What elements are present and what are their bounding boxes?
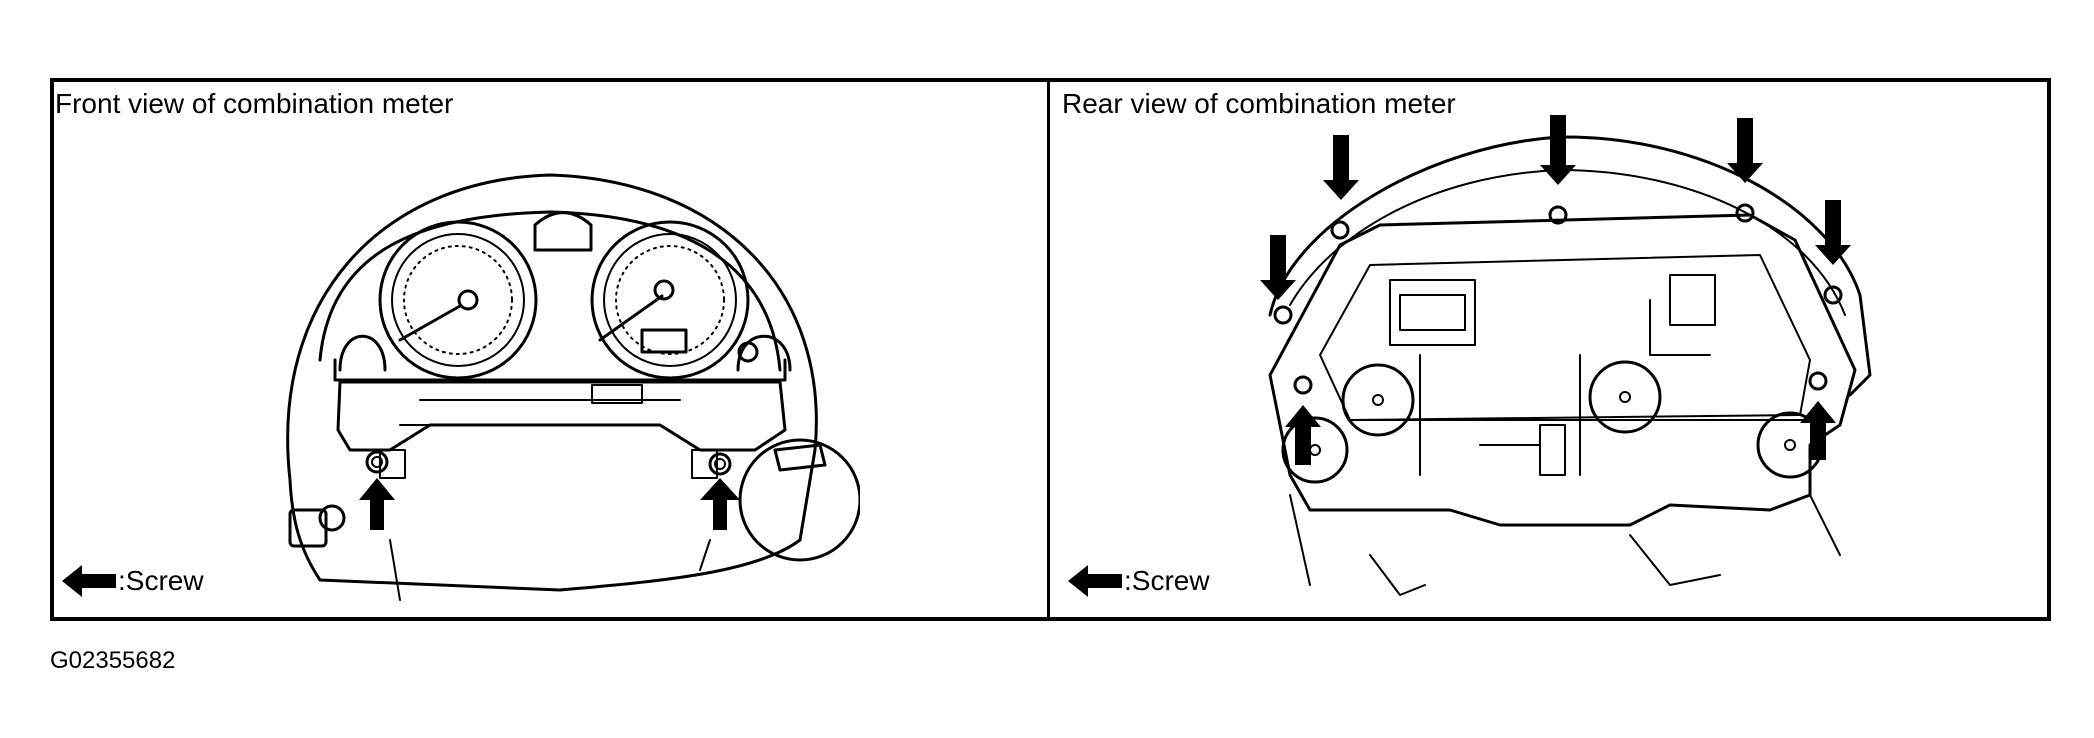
rear-legend: :Screw <box>1068 565 1210 597</box>
rear-screw-2 <box>1330 220 1350 240</box>
rear-hood-outer <box>1268 135 1872 397</box>
fuel-gauge <box>338 334 387 372</box>
rear-screw-5 <box>1823 285 1843 305</box>
figure-id: G02355682 <box>50 647 176 674</box>
rear-screw-4 <box>1735 203 1755 223</box>
diagram-frame <box>50 78 2051 621</box>
front-meter-illustration <box>286 173 860 601</box>
meter-hood-inner <box>318 210 782 372</box>
screw-arrow-rear-7 <box>1800 401 1836 460</box>
screw-arrow-front-left <box>359 478 395 530</box>
gauge-back-3 <box>1281 416 1349 484</box>
rear-screw-3 <box>1548 205 1568 225</box>
air-vent <box>738 438 860 562</box>
screw-arrow-rear-2 <box>1323 135 1359 200</box>
meter-hood-outer <box>286 173 818 592</box>
center-display <box>533 211 593 252</box>
screw-left <box>365 450 389 474</box>
screw-arrow-rear-1 <box>1260 235 1296 300</box>
temp-gauge <box>736 334 792 372</box>
screw-right <box>708 452 732 476</box>
front-panel-title: Front view of combination meter <box>55 88 454 119</box>
rear-panel-title: Rear view of combination meter <box>1062 88 1456 119</box>
gauge-back-1 <box>1341 363 1415 437</box>
front-legend: :Screw <box>62 565 204 597</box>
panel-divider <box>1047 82 1050 617</box>
connector-right <box>1669 274 1716 326</box>
screw-arrow-front-right <box>700 478 740 530</box>
front-legend-label: :Screw <box>118 565 204 596</box>
tachometer-gauge <box>378 220 538 380</box>
connector-left <box>1389 279 1476 346</box>
rear-legend-label: :Screw <box>1124 565 1210 596</box>
screw-arrow-rear-5 <box>1815 200 1851 265</box>
rear-meter-illustration <box>1260 115 1872 596</box>
rear-screw-6 <box>1293 375 1313 395</box>
screw-right-inner <box>714 458 726 470</box>
gauge-back-2 <box>1588 360 1662 434</box>
screw-left-inner <box>371 456 383 468</box>
speedometer-gauge <box>590 220 750 380</box>
arrow-left-icon <box>1068 565 1122 597</box>
screw-arrow-rear-6 <box>1285 405 1321 465</box>
dash-switch <box>288 504 346 548</box>
screw-arrow-rear-4 <box>1727 118 1763 183</box>
arrow-left-icon <box>62 565 116 597</box>
meter-housing <box>336 380 787 452</box>
rear-screw-7 <box>1808 371 1828 391</box>
rear-screw-1 <box>1273 305 1293 325</box>
screw-arrow-rear-3 <box>1540 115 1576 185</box>
